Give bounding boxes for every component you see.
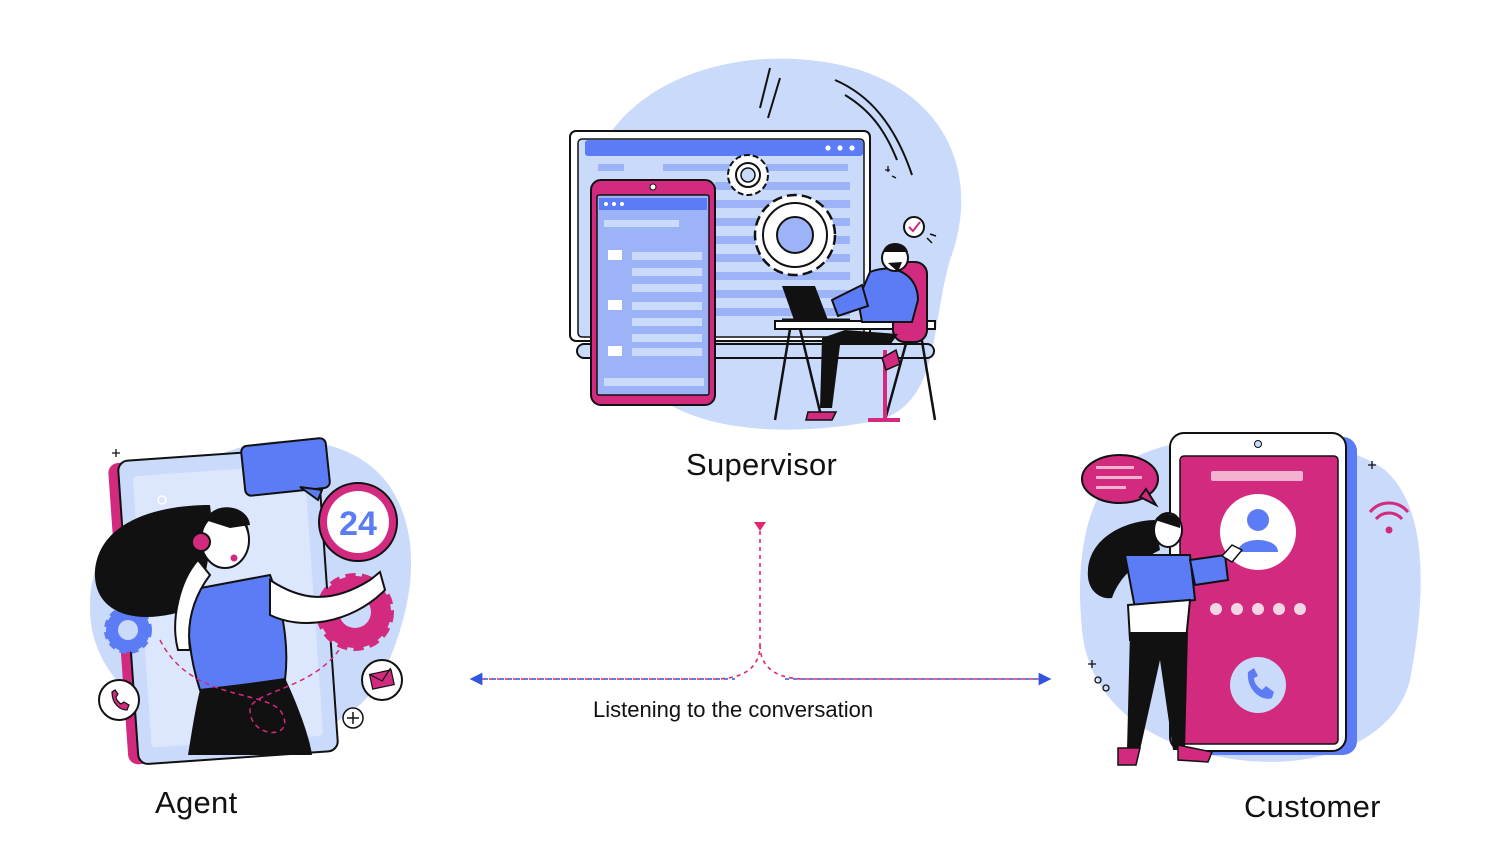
- connector-vertical-line: [476, 531, 761, 680]
- gear-icon: [104, 606, 152, 654]
- supervisor-label: Supervisor: [686, 447, 838, 482]
- person-standing: [1087, 512, 1244, 766]
- connector-caption: Listening to the conversation: [593, 697, 874, 722]
- check-icon: [903, 216, 937, 244]
- tablet-icon: [590, 179, 716, 406]
- supervisor-illustration: [569, 58, 962, 430]
- phone-icon: [98, 679, 140, 721]
- mail-icon: [361, 659, 403, 701]
- customer-label: Customer: [1244, 789, 1381, 824]
- chat-bubble-icon: [240, 437, 331, 502]
- phone-call-icon: [1230, 657, 1286, 713]
- chat-bubble-icon: [1081, 454, 1159, 508]
- connector-branch-right: [759, 644, 1045, 680]
- agent-label: Agent: [155, 785, 238, 820]
- gear-icon: [753, 193, 837, 277]
- plus-icon: [342, 707, 364, 729]
- agent-badge-text: 24: [339, 505, 377, 543]
- person-with-headset: [94, 505, 387, 755]
- connector-down-arrow-icon: [754, 522, 766, 531]
- wifi-icon: [1368, 501, 1410, 534]
- laptop-icon: [782, 286, 850, 322]
- smartphone-illustration: [1169, 432, 1357, 755]
- agent-illustration: 24: [89, 437, 412, 765]
- customer-illustration: [1079, 432, 1421, 766]
- 24-hours-badge-icon: 24: [318, 482, 398, 562]
- gear-icon: [727, 154, 769, 196]
- listening-connector: [469, 522, 1052, 686]
- person-at-desk: [773, 243, 937, 422]
